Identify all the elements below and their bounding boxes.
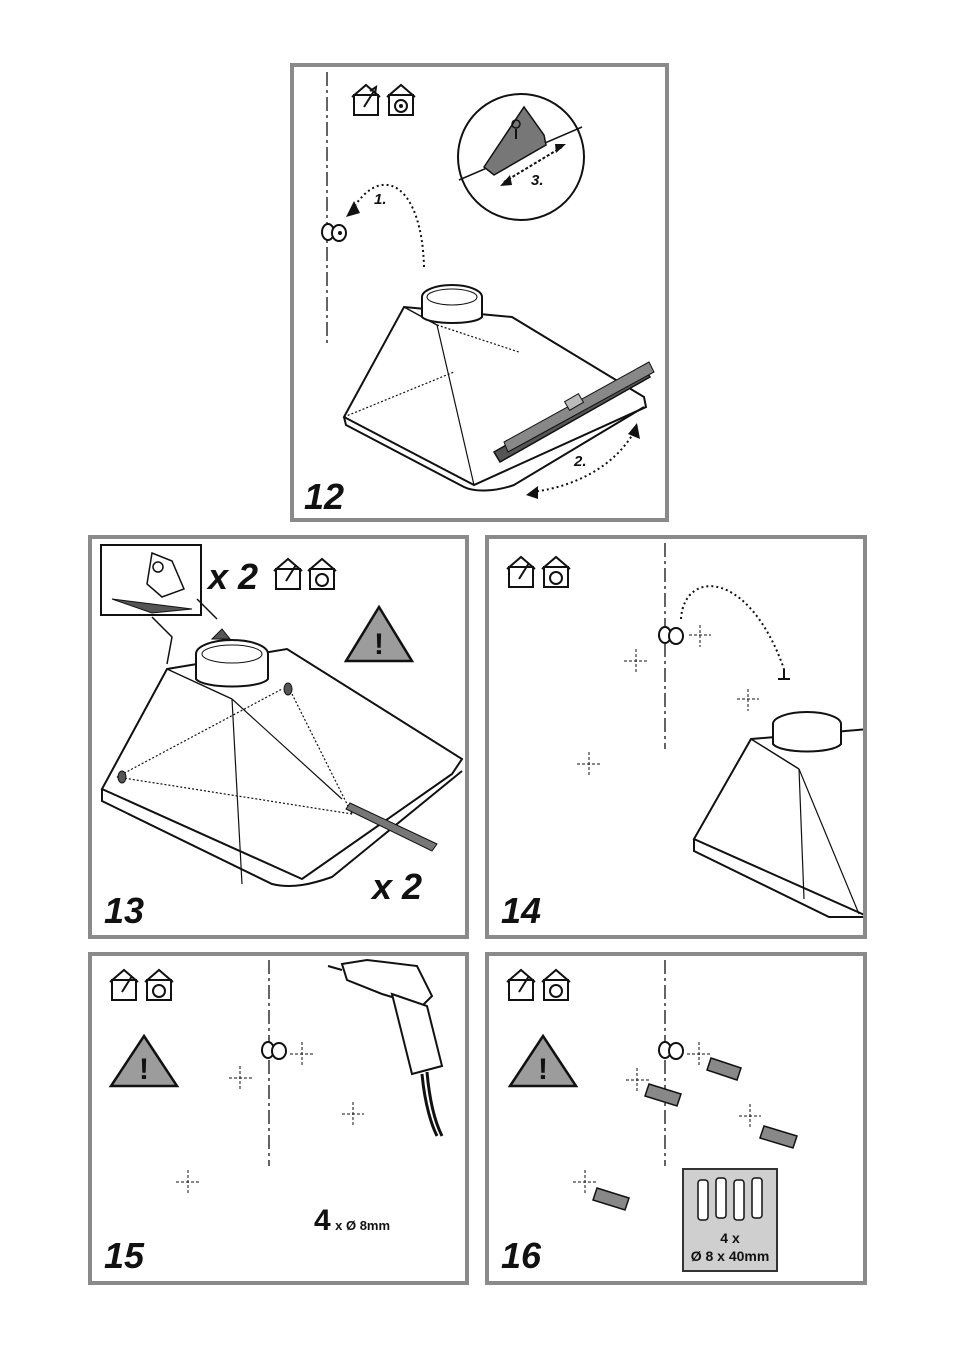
- panel-step-12: 1. 2. 3. 12: [290, 63, 669, 522]
- recirculation-mode-icon: [542, 557, 570, 587]
- step-15-illustration: !: [92, 956, 469, 1285]
- plug-count: 4 x: [684, 1230, 776, 1246]
- panel-step-16: ! 4 x Ø 8 x 40mm: [485, 952, 867, 1285]
- step-16-illustration: !: [489, 956, 867, 1285]
- multiplier-top: x 2: [208, 559, 258, 595]
- extraction-mode-icon: [507, 970, 535, 1000]
- recirculation-mode-icon: [145, 970, 173, 1000]
- warning-triangle-icon: !: [111, 1036, 177, 1086]
- svg-text:!: !: [538, 1053, 548, 1086]
- extraction-mode-icon: [110, 970, 138, 1000]
- recirculation-mode-icon: [387, 85, 415, 115]
- step-number: 16: [501, 1238, 541, 1274]
- drill-icon: [328, 960, 442, 1136]
- step-14-illustration: [489, 539, 867, 939]
- multiplier-bottom: x 2: [372, 869, 422, 905]
- drill-spec: x Ø 8mm: [335, 1218, 390, 1233]
- arrow-label-3: 3.: [531, 172, 544, 189]
- arrow-label-1: 1.: [374, 191, 387, 208]
- cooker-hood-icon: [694, 712, 867, 917]
- extraction-mode-icon: [352, 85, 380, 115]
- panel-step-14: 14: [485, 535, 867, 939]
- svg-text:!: !: [374, 628, 384, 661]
- arrow-label-2: 2.: [574, 453, 587, 470]
- cooker-hood-icon: [102, 629, 462, 886]
- drill-count: 4: [314, 1204, 331, 1237]
- step-number: 14: [501, 893, 541, 929]
- wall-plug-spec-box: 4 x Ø 8 x 40mm: [682, 1168, 778, 1272]
- extraction-mode-icon: [274, 559, 302, 589]
- screw-icon: [659, 1042, 683, 1059]
- recirculation-mode-icon: [308, 559, 336, 589]
- warning-triangle-icon: !: [346, 607, 412, 661]
- screw-icon: [659, 627, 683, 644]
- step-12-illustration: [294, 67, 669, 522]
- recirculation-mode-icon: [542, 970, 570, 1000]
- step-number: 15: [104, 1238, 144, 1274]
- wall-plug-icon: [684, 1174, 776, 1224]
- screw-icon: [322, 224, 346, 241]
- panel-step-13: ! x 2 x 2 13: [88, 535, 469, 939]
- svg-text:!: !: [139, 1053, 149, 1086]
- step-number: 12: [304, 479, 344, 515]
- screw-icon: [262, 1042, 286, 1059]
- warning-triangle-icon: !: [510, 1036, 576, 1086]
- panel-step-15: ! 4 x Ø 8mm 15: [88, 952, 469, 1285]
- step-number: 13: [104, 893, 144, 929]
- cooker-hood-icon: [344, 285, 646, 491]
- plug-spec: Ø 8 x 40mm: [684, 1248, 776, 1264]
- extraction-mode-icon: [507, 557, 535, 587]
- drill-spec-note: 4 x Ø 8mm: [314, 1204, 390, 1238]
